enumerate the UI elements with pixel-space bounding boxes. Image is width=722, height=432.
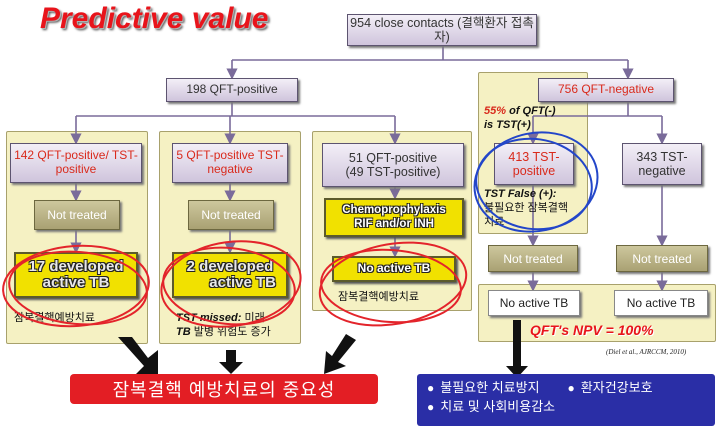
- treatment-chemoprophylaxis: Chemoprophylaxis RIF and/or INH: [324, 198, 464, 237]
- slide-title: Predictive value: [40, 2, 269, 35]
- outcome-17-active-tb: 17 developed active TB: [14, 252, 138, 298]
- outcome-no-active-tb-1: No active TB: [332, 256, 456, 282]
- node-qft-pos-51: 51 QFT-positive (49 TST-positive): [322, 143, 464, 187]
- treatment-not-treated-3: Not treated: [488, 245, 578, 272]
- outcome-2-active-tb: 2 developed active TB: [172, 252, 288, 298]
- node-qft-negative: 756 QFT-negative: [538, 78, 674, 102]
- banner-qft-benefits: ●불필요한 치료방지 ●환자건강보호 ●치료 및 사회비용감소: [417, 374, 715, 426]
- down-arrow-right: [324, 334, 356, 374]
- node-qft-positive: 198 QFT-positive: [166, 78, 298, 102]
- down-arrow-mid: [219, 350, 243, 374]
- benefit-item-1: ●불필요한 치료방지: [427, 380, 540, 395]
- benefit-item-3: ●치료 및 사회비용감소: [427, 398, 556, 414]
- banner-latent-tb-importance: 잠복결핵 예방치료의 중요성: [70, 374, 378, 404]
- npv-label: QFT's NPV = 100%: [530, 322, 654, 338]
- node-tst-positive-413: 413 TST- positive: [494, 143, 574, 185]
- note-qft-neg-tst-pos: 55% of QFT(-) is TST(+): [484, 105, 556, 131]
- note-tst-false-positive: TST False (+): 불필요한 잠복결핵 치료: [484, 188, 569, 228]
- node-tst-negative-343: 343 TST- negative: [622, 143, 702, 185]
- treatment-not-treated-4: Not treated: [616, 245, 708, 272]
- treatment-not-treated-2: Not treated: [188, 200, 274, 230]
- outcome-no-active-tb-2: No active TB: [488, 290, 580, 316]
- node-qft-pos-tst-pos: 142 QFT-positive/ TST-positive: [10, 143, 142, 183]
- note-tst-missed: TST missed: 미래 TB 발병 위험도 증가: [176, 312, 271, 338]
- node-close-contacts: 954 close contacts (결핵환자 접촉자): [347, 14, 537, 46]
- note-latent-treatment-1: 잠복결핵예방치료: [14, 312, 95, 324]
- outcome-no-active-tb-3: No active TB: [614, 290, 708, 316]
- citation: (Diel et al., AJRCCM, 2010): [606, 348, 687, 356]
- benefit-item-2: ●환자건강보호: [567, 380, 653, 395]
- note-latent-treatment-2: 잠복결핵예방치료: [338, 291, 419, 303]
- treatment-not-treated-1: Not treated: [34, 200, 120, 230]
- node-qft-pos-tst-neg: 5 QFT-positive TST-negative: [172, 143, 288, 183]
